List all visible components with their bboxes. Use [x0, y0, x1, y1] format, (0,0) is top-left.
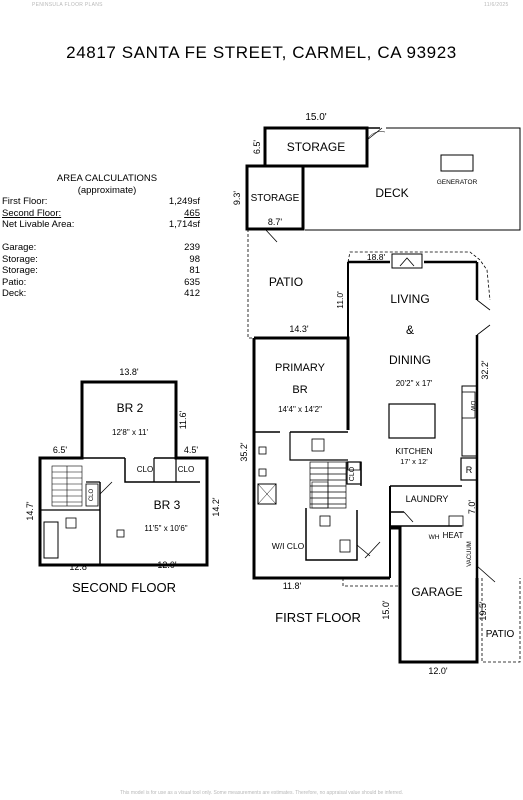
room-label-ampersand: &	[406, 323, 414, 337]
area-row-second-floor: Second Floor:465	[2, 207, 200, 219]
dim-storage-width: 15.0'	[305, 112, 326, 123]
second-floor-walls	[38, 380, 209, 567]
kitchen-island	[388, 403, 436, 439]
dim-storage-small-height: 9.3'	[232, 191, 242, 206]
room-label-primary-br: BR	[292, 384, 307, 396]
dim-second-bottom-left: 12.8'	[69, 562, 89, 572]
toilet-primary	[311, 438, 325, 452]
br3-size: 11'5" x 10'6"	[144, 524, 187, 533]
area-row-storage-2: Storage:81	[2, 265, 200, 277]
garage-walls	[390, 526, 479, 664]
label-heat: HEAT	[443, 531, 464, 540]
dim-primary-left: 35.2'	[239, 442, 249, 462]
room-label-wi-closet: W/I CLO	[272, 541, 305, 551]
bathtub	[43, 521, 59, 559]
room-label-patio-side: PATIO	[486, 629, 515, 640]
room-label-storage-small: STORAGE	[251, 193, 300, 204]
dim-second-left-top: 6.5'	[53, 445, 68, 455]
deck-outline	[305, 127, 521, 231]
area-row-storage-1: Storage:98	[2, 253, 200, 265]
room-label-living: LIVING	[390, 292, 429, 306]
disclaimer: This model is for use as a visual tool o…	[119, 790, 403, 796]
room-label-storage-top: STORAGE	[287, 140, 345, 154]
kitchen-size: 17' x 12'	[400, 457, 428, 466]
dim-living-right: 32.2'	[480, 360, 490, 380]
first-floor-plan	[245, 126, 521, 664]
dim-laundry-right: 7.0'	[467, 500, 477, 515]
room-label-patio-top: PATIO	[269, 275, 303, 289]
area-calculations: AREA CALCULATIONS (approximate) First Fl…	[2, 173, 200, 300]
primary-size: 14'4" x 14'2"	[278, 405, 322, 414]
dim-garage-left: 15.0'	[381, 600, 391, 620]
area-row-net: Net Livable Area:1,714sf	[2, 219, 200, 231]
refrigerator	[460, 457, 478, 481]
living-size: 20'2" x 17'	[396, 379, 433, 388]
dim-garage-bottom: 12.0'	[428, 666, 448, 676]
dim-living-top: 18.8'	[367, 252, 386, 262]
patio-side-outline	[481, 578, 521, 663]
dim-bottom-left: 11.8'	[283, 581, 302, 591]
room-label-garage: GARAGE	[411, 585, 462, 599]
area-row-deck: Deck:412	[2, 288, 200, 300]
first-floor-label: FIRST FLOOR	[275, 610, 361, 625]
dim-storage-height: 6.5'	[252, 140, 262, 155]
label-water-heater: WH	[429, 534, 440, 541]
second-floor-stairs	[51, 465, 83, 507]
dim-storage-small-width: 8.7'	[268, 217, 283, 227]
dim-living-side: 11.0'	[335, 291, 345, 309]
shower	[257, 483, 277, 505]
label-closet-first: CLO	[349, 466, 356, 481]
dim-second-right: 14.2'	[211, 497, 221, 517]
dim-second-right-top: 4.5'	[184, 445, 199, 455]
br2-size: 12'8" x 11'	[112, 428, 148, 437]
generator-unit	[440, 154, 474, 172]
page-title: 24817 SANTA FE STREET, CARMEL, CA 93923	[66, 43, 457, 62]
second-floor-label: SECOND FLOOR	[72, 580, 176, 595]
dim-primary-top: 14.3'	[289, 324, 309, 334]
room-label-deck: DECK	[375, 186, 408, 200]
room-label-laundry: LAUNDRY	[406, 494, 449, 504]
company-name: PENINSULA FLOOR PLANS	[32, 2, 103, 8]
area-title: AREA CALCULATIONS	[56, 173, 158, 184]
label-refrigerator: R	[466, 465, 473, 475]
room-label-br2: BR 2	[117, 401, 144, 415]
label-dishwasher: DW	[469, 401, 475, 411]
label-closet-br2: CLO	[137, 465, 153, 474]
primary-br-walls	[254, 336, 350, 430]
label-closet-hall: CLO	[89, 489, 95, 502]
dim-second-left: 14.7'	[25, 501, 35, 521]
dim-garage-right: 19.5'	[478, 601, 488, 621]
label-vacuum: VACUUM	[467, 541, 473, 567]
area-subtitle: (approximate)	[77, 184, 137, 196]
room-label-br3: BR 3	[154, 498, 181, 512]
patio-boundary	[247, 229, 254, 339]
label-generator: GENERATOR	[437, 179, 478, 186]
fireplace	[391, 253, 423, 269]
kitchen-counter	[461, 385, 478, 457]
room-label-kitchen: KITCHEN	[395, 446, 432, 456]
dim-second-bottom-right: 12.0'	[157, 560, 177, 570]
label-closet-br3: CLO	[178, 465, 194, 474]
room-label-dining: DINING	[389, 353, 431, 367]
area-row-patio: Patio:635	[2, 276, 200, 288]
dim-br2-right: 11.6'	[178, 410, 188, 429]
plan-date: 11/6/2025	[484, 2, 509, 8]
room-label-primary: PRIMARY	[275, 362, 326, 374]
second-floor-plan	[38, 380, 209, 567]
area-row-garage: Garage:239	[2, 241, 200, 253]
area-row-first-floor: First Floor:1,249sf	[2, 196, 200, 208]
dim-second-top: 13.8'	[119, 367, 139, 377]
storage-small-room	[245, 164, 305, 231]
